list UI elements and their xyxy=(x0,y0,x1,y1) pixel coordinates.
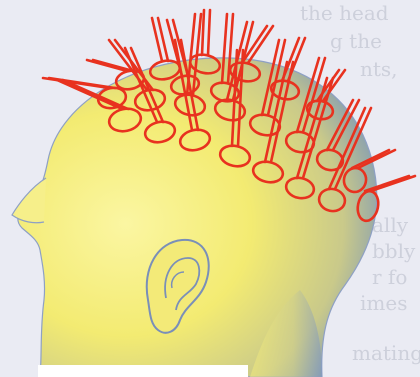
bg-text-line: mating xyxy=(352,341,420,365)
bg-text-line: the head xyxy=(300,1,389,25)
nose xyxy=(12,178,46,223)
electrode-wire xyxy=(152,18,168,61)
bg-text-line: g the xyxy=(330,29,382,53)
bg-text-line: bbly xyxy=(372,239,416,263)
bg-text-line: nts, xyxy=(360,57,398,81)
bg-text-line: ally xyxy=(372,213,409,237)
electrode-wire xyxy=(202,10,210,55)
bg-text-line: imes xyxy=(360,291,407,315)
caption-strip xyxy=(38,365,248,377)
head-silhouette xyxy=(18,58,377,377)
bg-text-line: r fo xyxy=(372,265,407,289)
